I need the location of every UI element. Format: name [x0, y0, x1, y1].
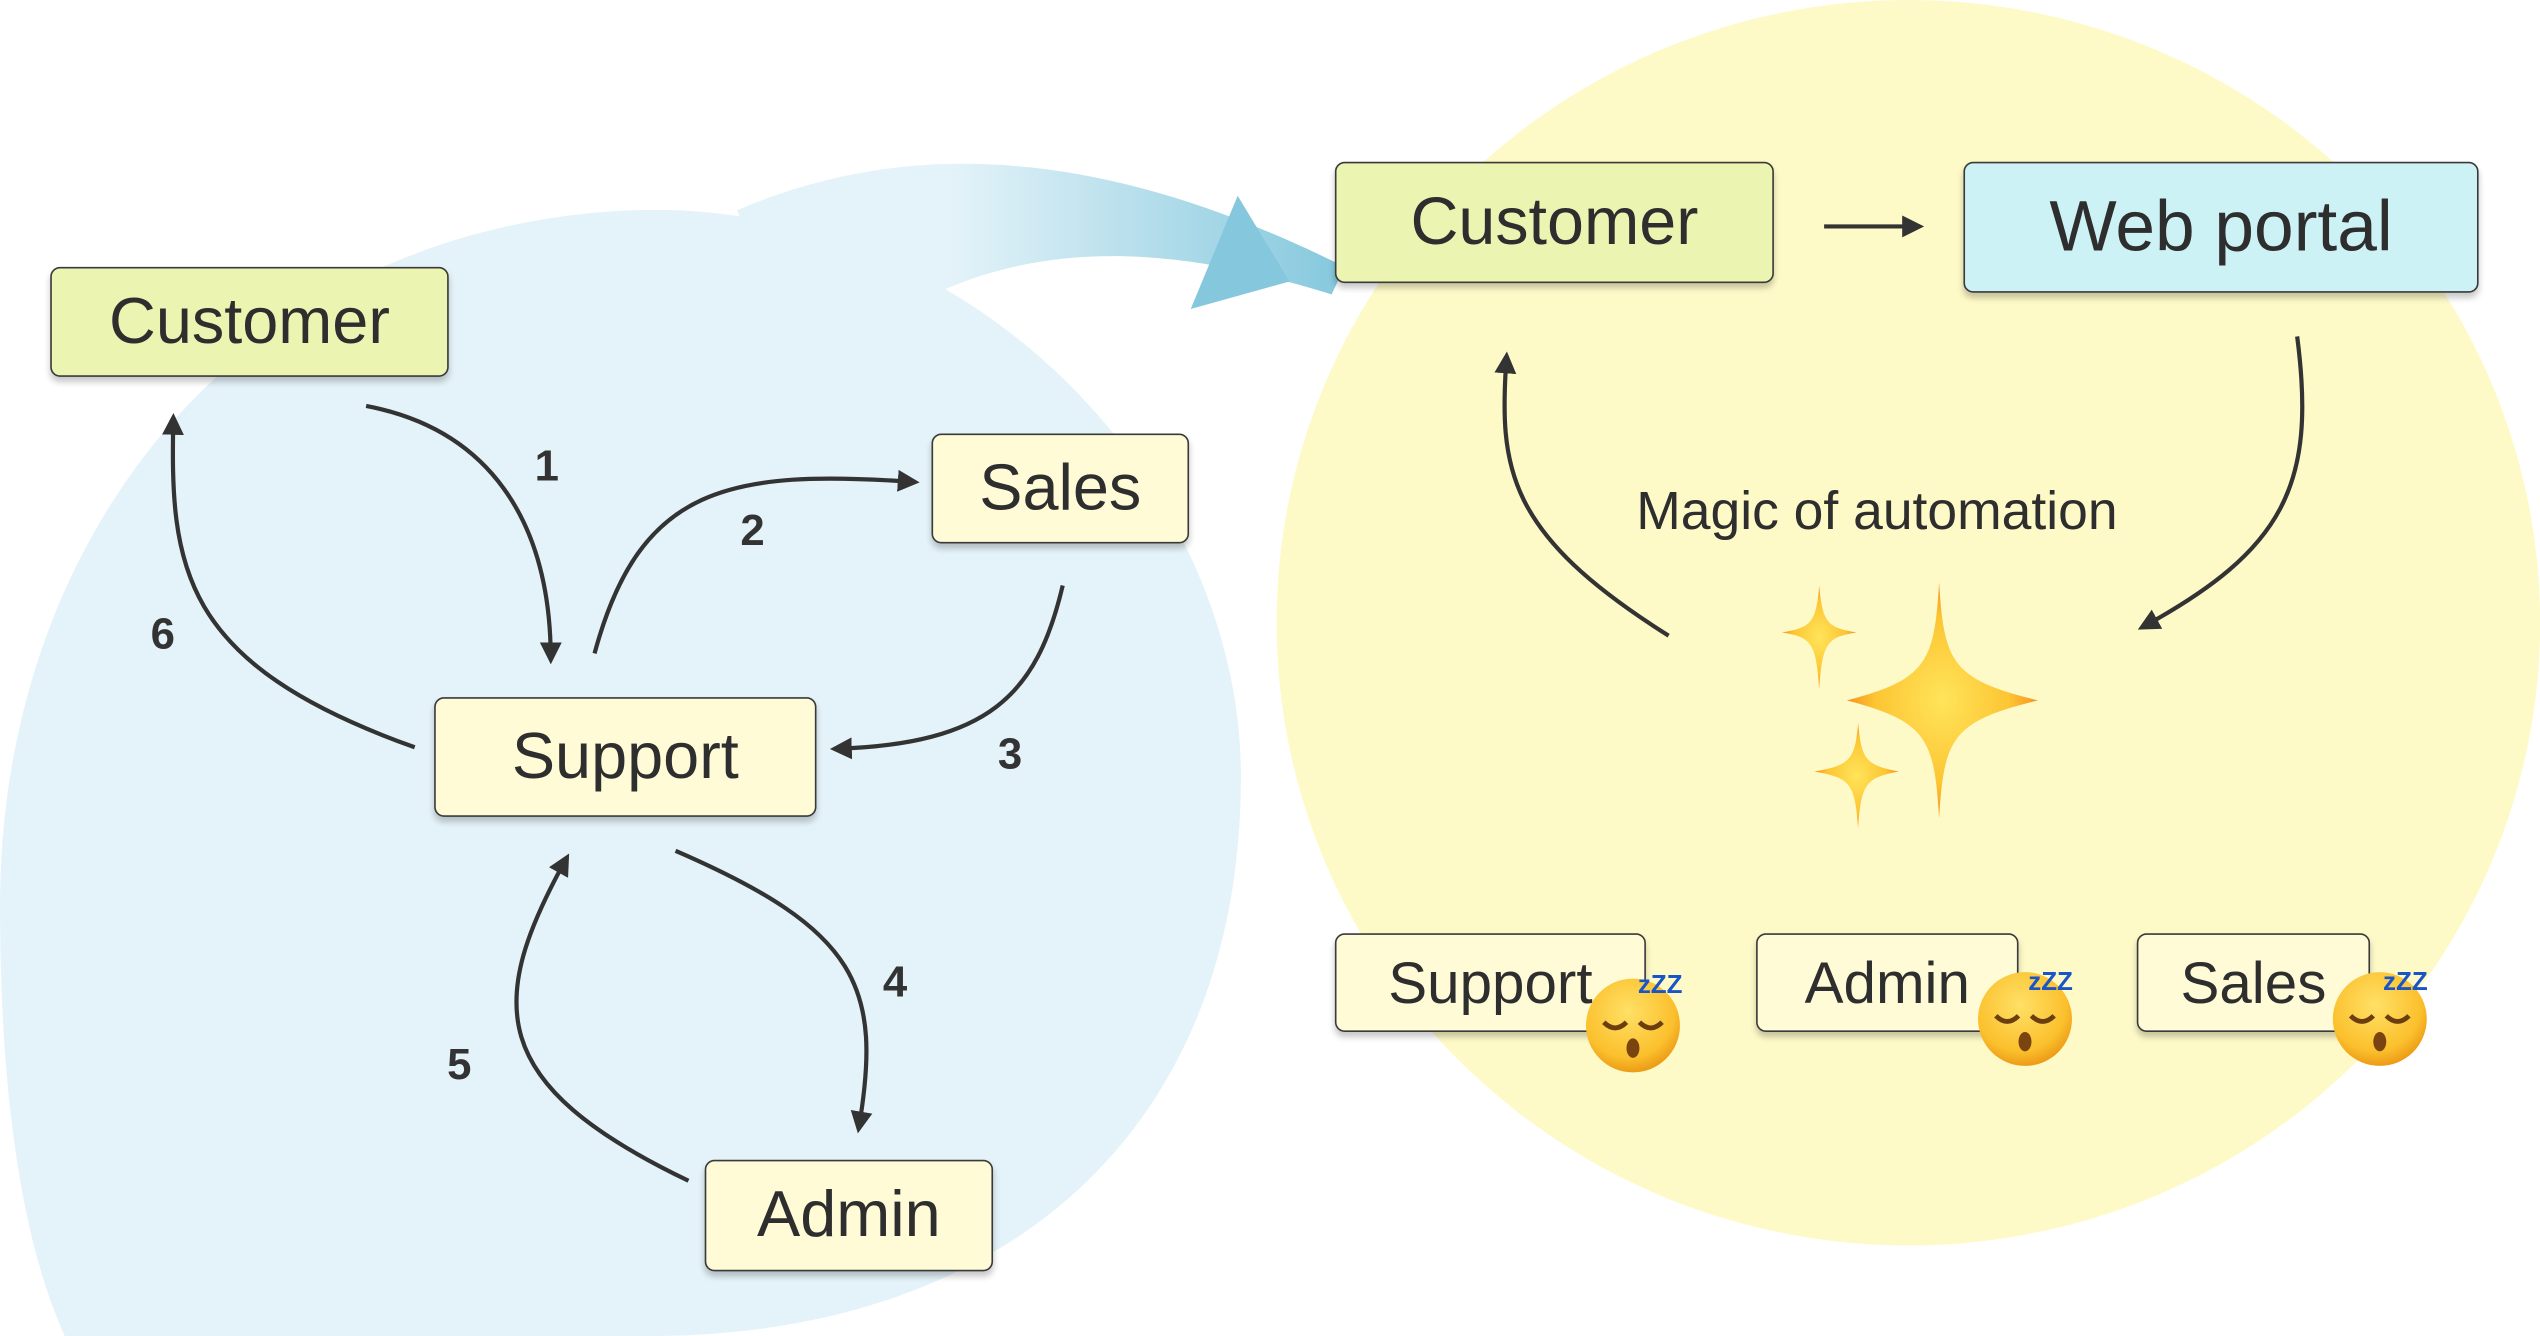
node-label: Sales	[2180, 948, 2327, 1015]
sleeping-face-icon	[2332, 972, 2427, 1066]
step-label-5: 5	[447, 1040, 472, 1089]
sparkle-small-top	[1782, 585, 1857, 690]
edge-automation-to-customer	[1494, 351, 1670, 638]
before-admin-node: Admin	[704, 1159, 994, 1272]
node-label: Customer	[1410, 184, 1699, 259]
before-support-node: Support	[434, 697, 817, 817]
idle-admin-node: Admin	[1756, 933, 2019, 1032]
web-portal-node: Web portal	[1963, 161, 2479, 293]
idle-sales-node: Sales	[2136, 933, 2371, 1032]
after-customer-node: Customer	[1334, 161, 1774, 284]
node-label: Admin	[757, 1179, 941, 1251]
node-label: Support	[1388, 948, 1593, 1015]
edge-6-support-to-customer	[162, 412, 416, 750]
node-label: Admin	[1804, 948, 1970, 1015]
node-label: Web portal	[2049, 186, 2393, 267]
before-customer-node: Customer	[50, 266, 449, 377]
sleeping-face-icon	[1585, 978, 1680, 1073]
zzz-icon: zZZ	[1637, 972, 1683, 1000]
step-label-6: 6	[150, 609, 176, 659]
sparkle-small-bottom	[1814, 723, 1899, 829]
zzz-icon: zZZ	[2028, 968, 2073, 997]
node-label: Customer	[109, 285, 390, 357]
transition-arrow-body	[737, 163, 1345, 397]
step-label-2: 2	[740, 506, 765, 555]
node-label: Support	[511, 720, 739, 792]
transition-arrow-head	[1190, 195, 1290, 309]
edge-1-customer-to-support	[365, 403, 562, 665]
edge-5-admin-to-support	[514, 853, 690, 1183]
edge-2-support-to-sales	[592, 469, 920, 655]
step-label-3: 3	[997, 729, 1023, 779]
step-label-4: 4	[882, 957, 908, 1007]
step-label-1: 1	[534, 441, 559, 491]
edge-3-sales-to-support	[829, 585, 1065, 760]
sleeping-face-icon	[1978, 972, 2072, 1066]
before-sales-node: Sales	[931, 433, 1190, 544]
node-label: Sales	[979, 452, 1142, 524]
automation-caption: Magic of automation	[1636, 480, 2118, 541]
edge-portal-to-automation	[2137, 336, 2305, 630]
edge-4-support-to-admin	[674, 848, 873, 1134]
zzz-icon: zZZ	[2383, 968, 2428, 997]
sparkle-large	[1846, 582, 2038, 819]
